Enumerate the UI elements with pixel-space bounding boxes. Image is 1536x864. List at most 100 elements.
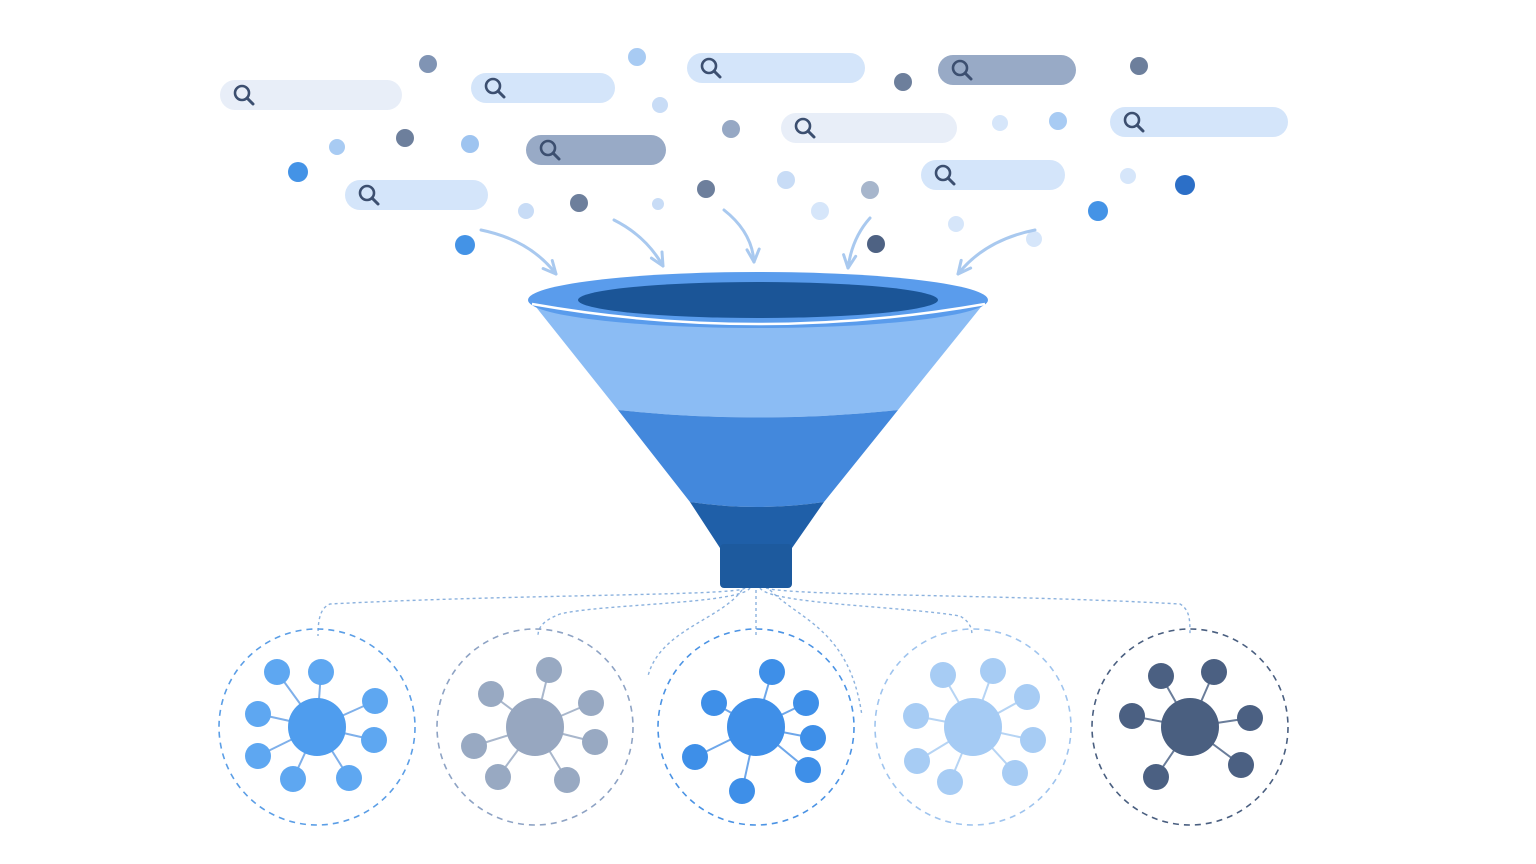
- arrow-head: [956, 258, 973, 276]
- query-dot: [419, 55, 437, 73]
- search-bar: [938, 55, 1076, 85]
- dashed-connector: [765, 587, 1191, 637]
- cluster-node: [536, 657, 562, 683]
- cluster-hub: [1161, 698, 1219, 756]
- cluster-node: [280, 766, 306, 792]
- search-icon-lens: [233, 84, 251, 102]
- search-icon-lens: [951, 59, 969, 77]
- query-dot: [1088, 201, 1108, 221]
- funnel-band-middle: [618, 410, 898, 507]
- topic-cluster: [1091, 628, 1289, 826]
- search-icon-lens: [484, 77, 502, 95]
- cluster-dashed-ring: [657, 628, 855, 826]
- search-icon-handle: [712, 69, 722, 79]
- cluster-dashed-ring: [436, 628, 634, 826]
- search-icon-handle: [946, 176, 956, 186]
- cluster-node: [336, 765, 362, 791]
- arrow-head: [541, 259, 558, 276]
- cluster-node: [980, 658, 1006, 684]
- cluster-node: [1020, 727, 1046, 753]
- query-dot: [1026, 231, 1042, 247]
- cluster-node: [485, 764, 511, 790]
- query-dot: [948, 216, 964, 232]
- query-dot: [867, 235, 885, 253]
- inflow-arrows: [479, 208, 1037, 276]
- cluster-node: [245, 743, 271, 769]
- cluster-node: [582, 729, 608, 755]
- search-icon-handle: [496, 89, 506, 99]
- dashed-connector: [317, 587, 746, 637]
- cluster-node: [361, 727, 387, 753]
- cluster-node: [701, 690, 727, 716]
- search-icon-handle: [245, 96, 255, 106]
- funnel-rim-highlight: [531, 302, 986, 326]
- query-dot: [518, 203, 534, 219]
- cluster-node: [554, 767, 580, 793]
- cluster-node: [1119, 703, 1145, 729]
- query-dot: [992, 115, 1008, 131]
- query-dot: [628, 48, 646, 66]
- query-dot: [722, 120, 740, 138]
- outflow-connectors: [317, 587, 1191, 717]
- search-icon-lens: [934, 164, 952, 182]
- curved-arrow-icon: [956, 228, 1037, 276]
- curved-arrow-icon: [479, 228, 558, 276]
- funnel-band-bottom: [690, 502, 824, 548]
- funnel-band-top: [532, 302, 985, 418]
- cluster-node: [1143, 764, 1169, 790]
- scattered-query-dots: [288, 48, 1195, 255]
- cluster-hub: [288, 698, 346, 756]
- query-dot: [697, 180, 715, 198]
- search-icon: [1123, 111, 1145, 133]
- cluster-node: [1148, 663, 1174, 689]
- query-dot: [288, 162, 308, 182]
- arrow-head: [842, 253, 858, 270]
- query-dot: [455, 235, 475, 255]
- cluster-node: [682, 744, 708, 770]
- search-icon: [539, 139, 561, 161]
- search-bar: [781, 113, 957, 143]
- search-icon-lens: [794, 117, 812, 135]
- query-dot: [777, 171, 795, 189]
- cluster-node: [362, 688, 388, 714]
- search-icon: [794, 117, 816, 139]
- dashed-connector: [759, 587, 973, 637]
- cluster-dashed-ring: [874, 628, 1072, 826]
- cluster-node: [1002, 760, 1028, 786]
- arrow-shaft: [956, 228, 1037, 276]
- search-icon-lens: [358, 184, 376, 202]
- cluster-node: [1014, 684, 1040, 710]
- cluster-node: [729, 778, 755, 804]
- search-icon: [484, 77, 506, 99]
- query-dot: [329, 139, 345, 155]
- search-icon: [951, 59, 973, 81]
- query-dot: [1049, 112, 1067, 130]
- query-dot: [1175, 175, 1195, 195]
- topic-cluster: [657, 628, 855, 826]
- query-dot: [1120, 168, 1136, 184]
- search-icon-lens: [700, 57, 718, 75]
- query-dot: [652, 198, 664, 210]
- search-icon-handle: [551, 151, 561, 161]
- search-icon-lens: [1123, 111, 1141, 129]
- cluster-node: [800, 725, 826, 751]
- cluster-node: [903, 703, 929, 729]
- search-icon-handle: [1135, 123, 1145, 133]
- curved-arrow-icon: [842, 216, 872, 270]
- cluster-dashed-ring: [218, 628, 416, 826]
- topic-cluster: [218, 628, 416, 826]
- search-bar: [921, 160, 1065, 190]
- search-bar: [345, 180, 488, 210]
- query-dot: [811, 202, 829, 220]
- search-bar: [471, 73, 615, 103]
- dashed-connector: [769, 589, 863, 717]
- arrow-head: [649, 250, 665, 268]
- search-bar: [526, 135, 666, 165]
- cluster-node: [478, 681, 504, 707]
- topic-cluster: [874, 628, 1072, 826]
- funnel: [528, 272, 988, 588]
- cluster-node: [930, 662, 956, 688]
- search-bar: [687, 53, 865, 83]
- search-icon-lens: [539, 139, 557, 157]
- query-dot: [570, 194, 588, 212]
